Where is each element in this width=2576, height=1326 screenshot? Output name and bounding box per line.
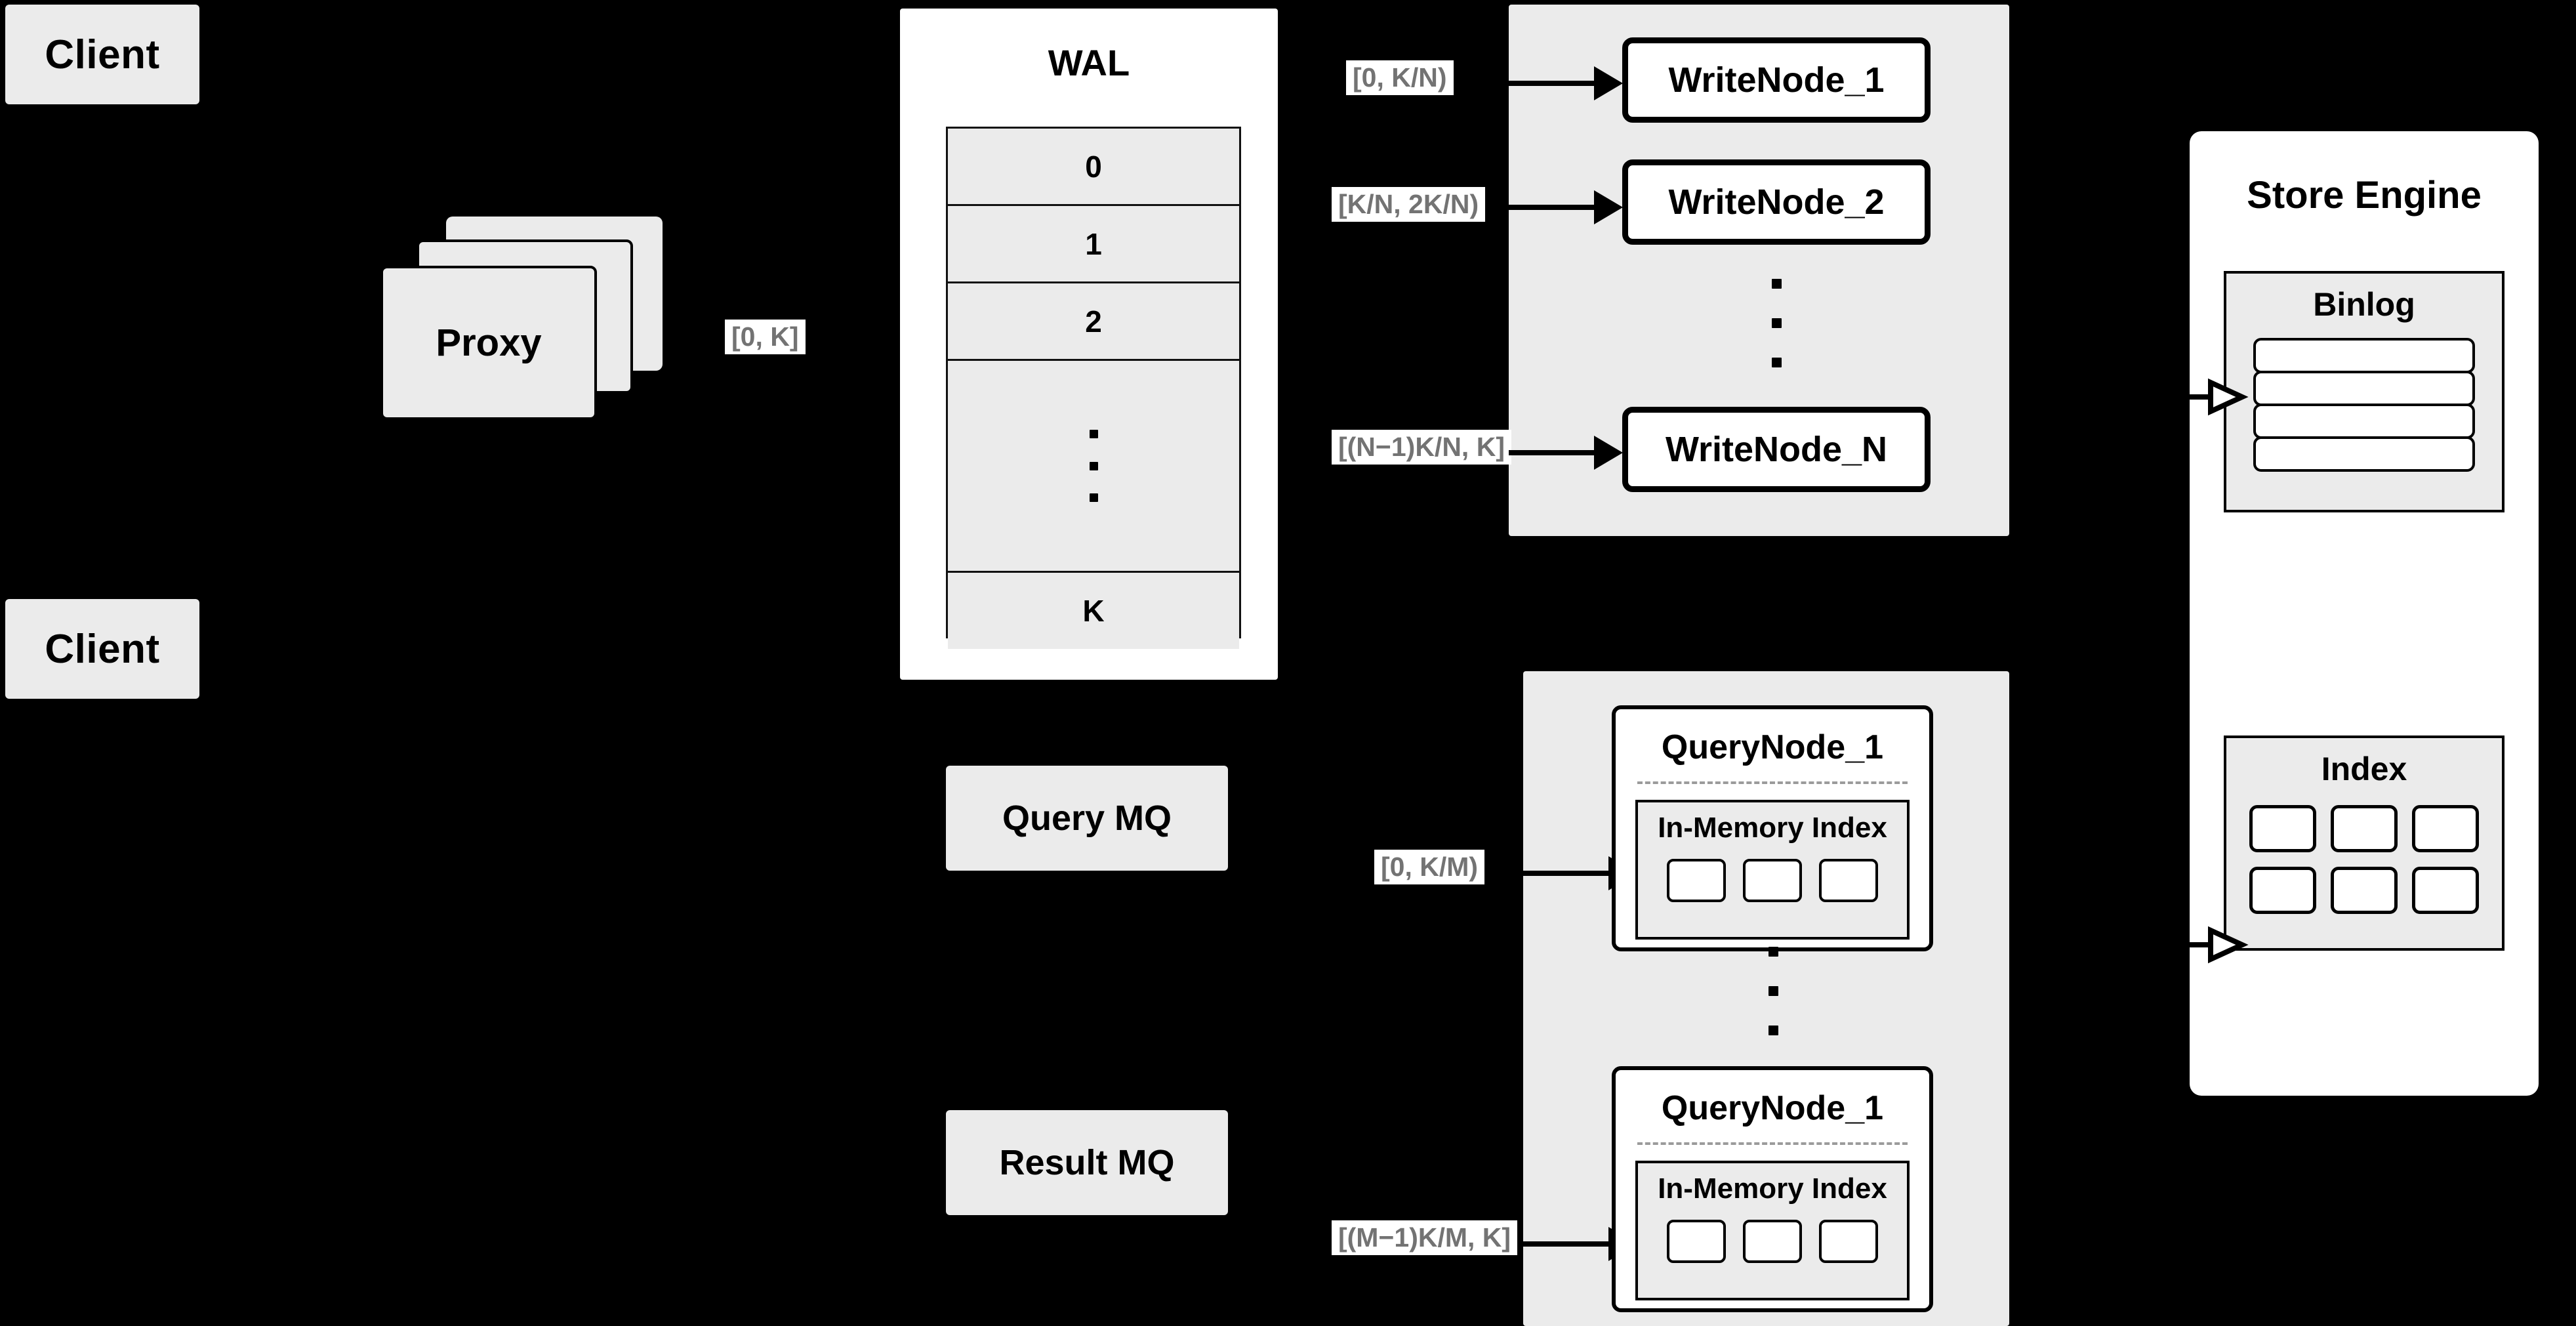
binlog-row[interactable] <box>2253 404 2475 439</box>
write-node-2-connector <box>1509 205 1597 210</box>
in-memory-index-box: In-Memory Index <box>1635 1161 1910 1300</box>
proxy-stack[interactable]: Proxy <box>380 217 682 433</box>
wal-row[interactable]: 1 <box>948 206 1239 283</box>
index-cell[interactable] <box>2249 805 2316 852</box>
wal-row-label: 1 <box>1085 226 1102 261</box>
result-mq-box[interactable]: Result MQ <box>946 1110 1228 1215</box>
index-title: Index <box>2321 751 2407 787</box>
index-cell[interactable] <box>2412 867 2479 914</box>
write-node-n-arrowhead <box>1594 436 1623 470</box>
in-memory-index-box: In-Memory Index <box>1635 800 1910 940</box>
query-node-1-connector <box>1523 871 1612 876</box>
client-label: Client <box>45 626 160 672</box>
query-mq-box[interactable]: Query MQ <box>946 766 1228 871</box>
binlog-row[interactable] <box>2253 371 2475 406</box>
write-node-label: WriteNode_1 <box>1668 60 1885 100</box>
binlog-row[interactable] <box>2253 338 2475 373</box>
wal-row[interactable]: 2 <box>948 283 1239 361</box>
index-cell[interactable] <box>2249 867 2316 914</box>
write-node-1-arrowhead <box>1594 66 1623 100</box>
wal-row-label: 0 <box>1085 149 1102 184</box>
binlog-panel: Binlog <box>2224 271 2504 512</box>
wal-title: WAL <box>1048 42 1130 83</box>
write-node-label: WriteNode_N <box>1665 430 1888 469</box>
write-node-1-range-label: [0, K/N) <box>1346 60 1454 96</box>
store-engine-panel: Store Engine Binlog Index <box>2190 131 2539 1096</box>
proxy-card-front[interactable]: Proxy <box>380 266 597 420</box>
write-node-ellipsis-icon <box>1768 279 1785 367</box>
client-label: Client <box>45 31 160 77</box>
wal-panel: WAL 0 1 2 K <box>896 5 1282 684</box>
proxy-range-text: [0, K] <box>731 321 799 352</box>
result-mq-label: Result MQ <box>999 1143 1175 1182</box>
index-cell[interactable] <box>2331 805 2398 852</box>
query-node-1[interactable]: QueryNode_1 In-Memory Index <box>1612 705 1933 951</box>
query-mq-label: Query MQ <box>1002 798 1172 838</box>
wal-row-label: K <box>1082 594 1105 628</box>
wal-row[interactable]: K <box>948 573 1239 649</box>
wal-table: 0 1 2 K <box>946 127 1241 649</box>
wal-row-label: 2 <box>1085 304 1102 339</box>
range-text: [K/N, 2K/N) <box>1338 189 1479 219</box>
range-text: [0, K/M) <box>1381 852 1479 882</box>
query-node-1-range-label: [0, K/M) <box>1374 850 1485 885</box>
wal-row[interactable]: 0 <box>948 129 1239 206</box>
write-node-2-range-label: [K/N, 2K/N) <box>1332 187 1486 222</box>
index-cell[interactable] <box>2412 805 2479 852</box>
in-memory-index-title: In-Memory Index <box>1658 812 1887 844</box>
write-node-n-connector <box>1509 450 1597 455</box>
query-node-title: QueryNode_1 <box>1661 1089 1884 1127</box>
range-text: [0, K/N) <box>1353 62 1447 93</box>
write-node-n-range-label: [(N−1)K/N, K] <box>1332 430 1511 465</box>
binlog-title: Binlog <box>2313 286 2415 323</box>
query-node-m[interactable]: QueryNode_1 In-Memory Index <box>1612 1066 1933 1312</box>
in-memory-index-title: In-Memory Index <box>1658 1172 1887 1205</box>
index-panel: Index <box>2224 736 2504 951</box>
query-node-divider <box>1637 1142 1908 1145</box>
index-inbound-arrow <box>2178 926 2249 964</box>
index-cell[interactable] <box>1819 1220 1878 1263</box>
write-node-label: WriteNode_2 <box>1668 182 1885 222</box>
proxy-label: Proxy <box>436 321 542 364</box>
index-cell[interactable] <box>2331 867 2398 914</box>
query-node-m-range-label: [(M−1)K/M, K] <box>1332 1220 1518 1256</box>
index-cell[interactable] <box>1819 859 1878 902</box>
write-node-1[interactable]: WriteNode_1 <box>1622 37 1931 123</box>
vertical-dots-icon <box>1089 430 1098 502</box>
index-cell[interactable] <box>1743 1220 1802 1263</box>
write-node-2-arrowhead <box>1594 190 1623 224</box>
binlog-inbound-arrow <box>2178 378 2249 416</box>
write-node-n[interactable]: WriteNode_N <box>1622 407 1931 492</box>
client-box-1[interactable]: Client <box>5 5 199 104</box>
query-node-ellipsis-icon <box>1765 947 1782 1035</box>
index-cell[interactable] <box>1743 859 1802 902</box>
query-node-m-connector <box>1523 1241 1612 1247</box>
index-cell[interactable] <box>1667 859 1726 902</box>
range-text: [(N−1)K/N, K] <box>1338 432 1505 462</box>
wal-row-ellipsis <box>948 361 1239 573</box>
index-cell[interactable] <box>1667 1220 1726 1263</box>
query-node-divider <box>1637 781 1908 784</box>
range-text: [(M−1)K/M, K] <box>1338 1222 1511 1253</box>
client-box-2[interactable]: Client <box>5 599 199 699</box>
query-node-title: QueryNode_1 <box>1661 728 1884 766</box>
write-node-1-connector <box>1509 81 1597 86</box>
store-engine-title: Store Engine <box>2247 174 2482 217</box>
proxy-range-label: [0, K] <box>725 320 806 355</box>
binlog-row[interactable] <box>2253 436 2475 472</box>
write-node-2[interactable]: WriteNode_2 <box>1622 159 1931 245</box>
